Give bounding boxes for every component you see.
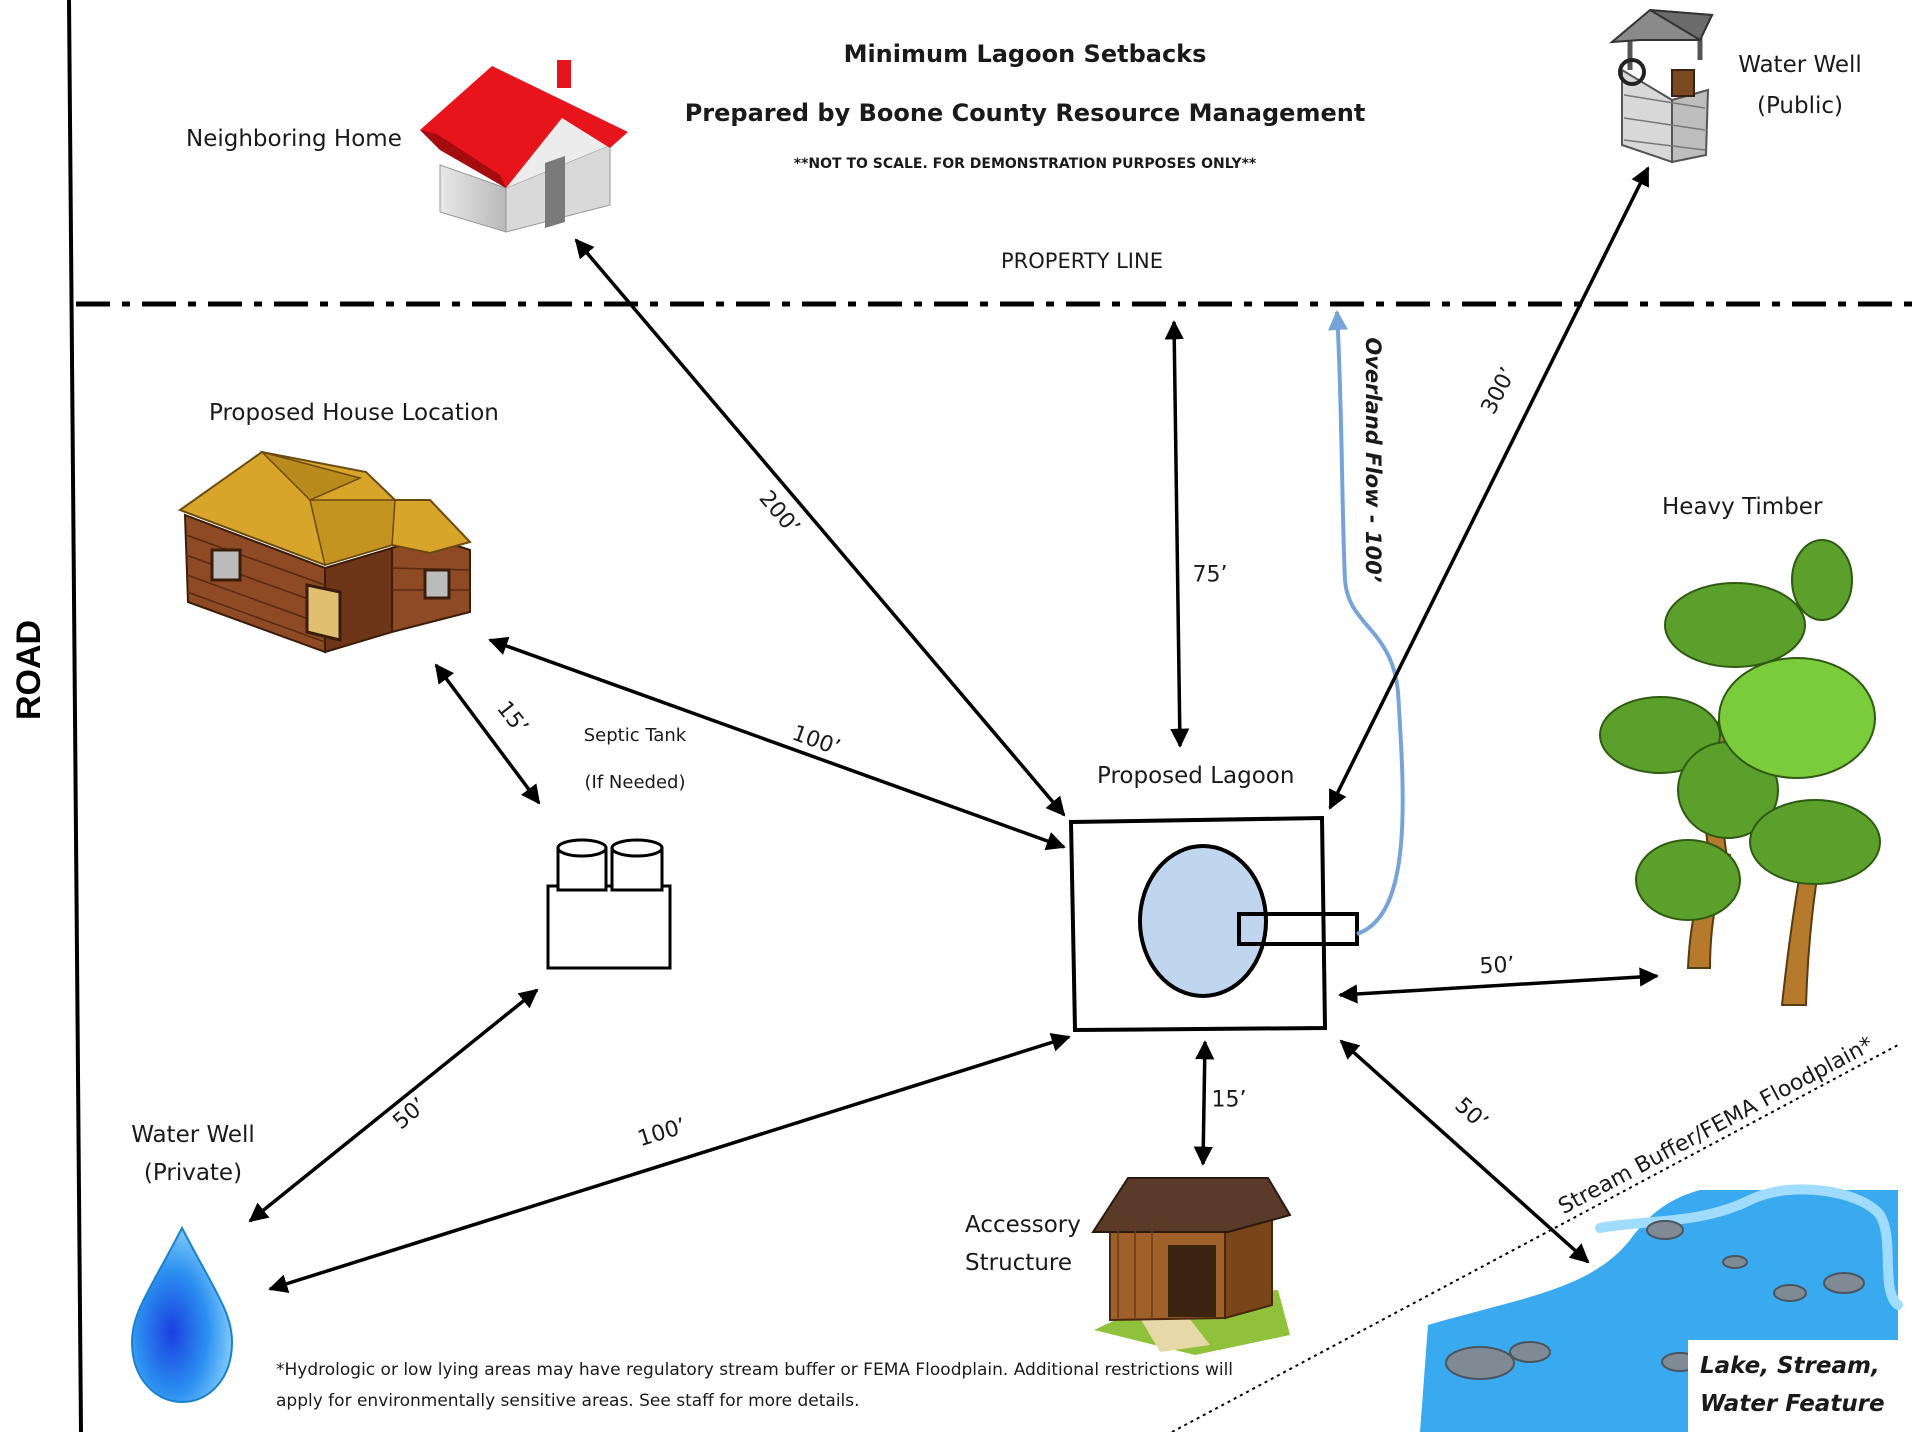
private-well-label-line2: (Private) <box>143 1160 243 1186</box>
footnote-line2: apply for environmentally sensitive area… <box>276 1391 860 1411</box>
accessory-label-line2: Structure <box>965 1250 1072 1276</box>
heavy-timber-icon <box>1599 539 1881 1006</box>
distance-accessory-structure: 15’ <box>1211 1087 1247 1113</box>
accessory-label-line1: Accessory <box>965 1212 1081 1238</box>
proposed-house-label: Proposed House Location <box>209 400 499 426</box>
property-line-label: PROPERTY LINE <box>1001 249 1163 273</box>
neighboring-home-label: Neighboring Home <box>186 126 402 152</box>
arrow-septic-to-private-well <box>248 988 539 1223</box>
arrow-private-well <box>268 1033 1071 1293</box>
proposed-house-icon <box>177 450 472 654</box>
arrow-house-to-septic <box>434 663 541 805</box>
water-feature-label-line1: Lake, Stream, <box>1700 1353 1880 1379</box>
arrow-water-feature <box>1339 1039 1590 1264</box>
arrow-public-well <box>1328 166 1650 810</box>
public-water-well-icon <box>1609 8 1714 164</box>
proposed-lagoon-icon <box>1068 815 1359 1033</box>
heavy-timber-label: Heavy Timber <box>1662 494 1823 520</box>
arrow-heavy-timber <box>1338 967 1659 1004</box>
public-well-label-line1: Water Well <box>1738 52 1862 78</box>
water-feature-icon <box>1420 1184 1903 1432</box>
private-water-well-icon <box>130 1225 234 1404</box>
septic-tank-label-line2: (If Needed) <box>584 772 686 793</box>
diagram-subtitle: Prepared by Boone County Resource Manage… <box>684 99 1366 127</box>
road-line <box>67 0 83 1432</box>
road-label: ROAD <box>10 619 48 720</box>
disclaimer: **NOT TO SCALE. FOR DEMONSTRATION PURPOS… <box>793 156 1257 172</box>
arrow-accessory-structure <box>1193 1040 1215 1166</box>
accessory-structure-icon <box>1091 1177 1292 1355</box>
distance-heavy-timber: 50’ <box>1478 952 1516 980</box>
proposed-lagoon-label: Proposed Lagoon <box>1097 763 1295 789</box>
public-well-label-line2: (Public) <box>1756 93 1843 119</box>
private-well-label-line1: Water Well <box>131 1122 255 1148</box>
distance-property-line: 75’ <box>1192 562 1228 588</box>
neighboring-home-icon <box>420 60 628 233</box>
overland-flow-label: Overland Flow - 100’ <box>1361 337 1385 583</box>
arrow-proposed-house <box>488 636 1066 851</box>
water-feature-label-line2: Water Feature <box>1700 1391 1885 1417</box>
arrow-property-line <box>1164 320 1190 748</box>
septic-tank-label-line1: Septic Tank <box>583 725 687 746</box>
footnote-line1: *Hydrologic or low lying areas may have … <box>276 1360 1234 1380</box>
diagram-title: Minimum Lagoon Setbacks <box>843 40 1207 68</box>
septic-tank-icon <box>546 838 672 970</box>
